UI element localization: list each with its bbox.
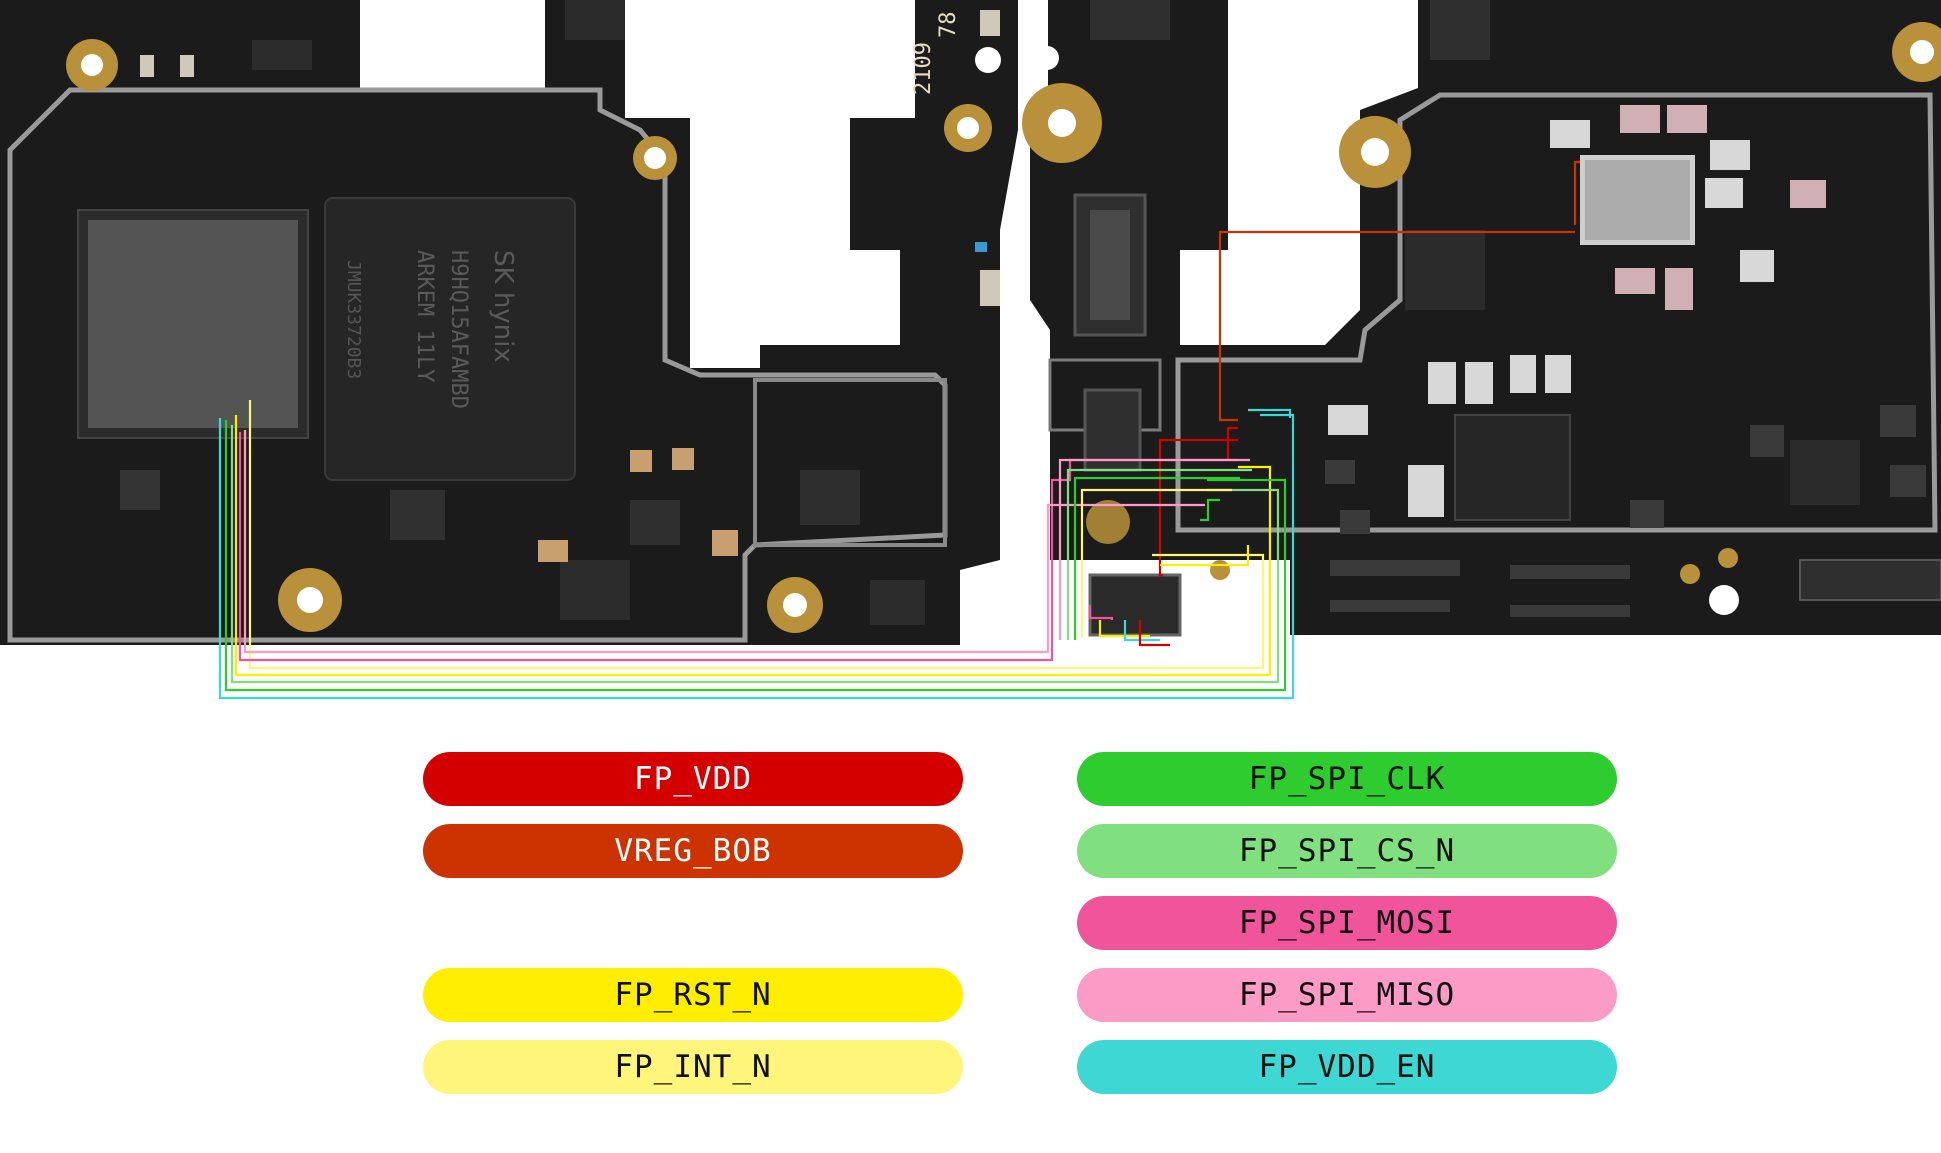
right-shield-frame-2 [1048,358,1162,432]
legend-label: FP_SPI_MISO [1238,977,1456,1013]
right-board-cutout [1180,0,1418,345]
right-shield-frame [1175,92,1938,533]
trace-fp-vdd-en [218,413,1295,700]
legend-label: FP_SPI_CLK [1248,761,1446,797]
trace-fp-int-n [248,400,1265,670]
board-rev-suffix: 78 [936,12,961,39]
legend-label: FP_SPI_MOSI [1238,905,1456,941]
left-board-cutout-top [360,0,545,88]
legend-label: FP_VDD [634,761,752,797]
right-ic [1454,414,1571,521]
legend-label: FP_INT_N [614,1049,772,1085]
legend-fp-rst-n: FP_RST_N [423,968,963,1022]
trace-fp-spi-clk [224,420,1287,692]
left-board-cutout-main [625,0,915,368]
ram-lot: JMUK33720B3 [343,260,364,379]
legend-label: FP_SPI_CS_N [1238,833,1456,869]
ram-brand: SK hynix [488,250,518,363]
legend-fp-vdd-en: FP_VDD_EN [1077,1040,1617,1094]
ram-part: H9HQ15AFAMBD [446,250,471,409]
legend-vreg-bob: VREG_BOB [423,824,963,878]
board-rev-code: 2109 [911,42,936,95]
trace-vreg-bob [1218,230,1575,422]
legend-fp-spi-mosi: FP_SPI_MOSI [1077,896,1617,950]
left-board [0,0,1018,645]
trace-fp-spi-cs-n [230,425,1280,684]
trace-fp-spi-miso [243,430,1205,654]
legend-fp-spi-cs-n: FP_SPI_CS_N [1077,824,1617,878]
ram-line2: ARKEM 11LY [412,250,437,382]
left-shield-frame [7,87,948,643]
fp-connector [1088,573,1182,637]
ram-chip [324,197,576,481]
legend-label: FP_VDD_EN [1258,1049,1436,1085]
left-shield-frame-2 [753,378,947,547]
legend-label: VREG_BOB [614,833,772,869]
legend-fp-spi-clk: FP_SPI_CLK [1077,752,1617,806]
right-board [1022,0,1941,637]
legend-label: FP_RST_N [614,977,772,1013]
trace-fp-rst-n [234,415,1272,677]
mount-hole [1086,500,1130,544]
board-silkscreen: 2109 78 SK hynix H9HQ15AFAMBD ARKEM 11LY… [343,12,961,409]
trace-fp-vdd [1158,438,1238,577]
legend-fp-int-n: FP_INT_N [423,1040,963,1094]
legend-fp-vdd: FP_VDD [423,752,963,806]
signal-traces [218,160,1580,700]
legend-fp-spi-miso: FP_SPI_MISO [1077,968,1617,1022]
